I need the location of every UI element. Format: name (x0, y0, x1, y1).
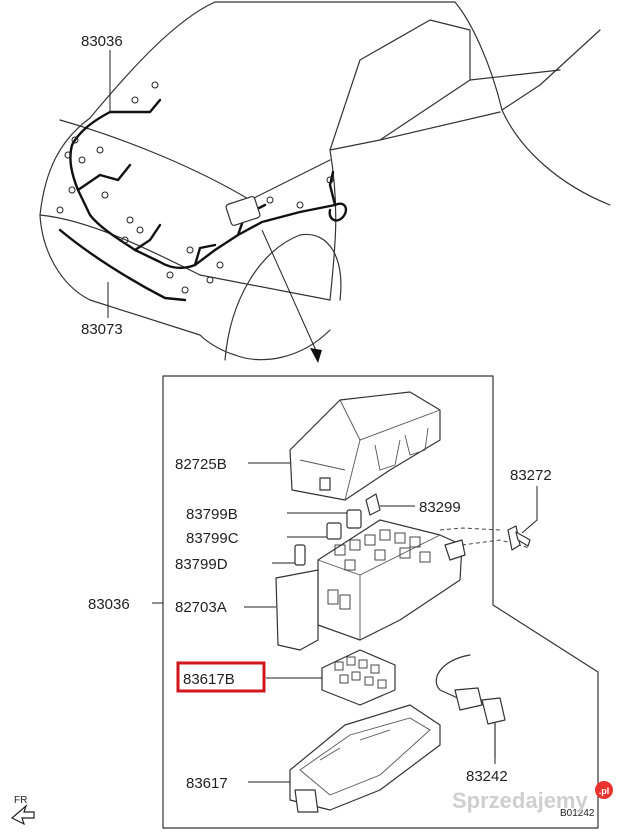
label-box-assembly: 83036 (88, 596, 130, 613)
detail-arrow (261, 229, 322, 363)
watermark-suffix: .pl (599, 786, 610, 796)
label-relay-b: 83799B (186, 506, 238, 523)
relay-box-block (275, 519, 466, 651)
label-direction: FR (14, 795, 27, 806)
fuse-block (321, 649, 396, 706)
label-front-harness: 83073 (81, 321, 123, 338)
label-cover: 82725B (175, 456, 227, 473)
label-sensor: 83242 (466, 768, 508, 785)
bolt-guide-line-2 (439, 527, 501, 531)
clip-part (365, 493, 415, 516)
fuse-box-cover (289, 391, 441, 501)
label-top-harness: 83036 (81, 33, 123, 50)
relay-d (294, 544, 306, 566)
label-fuse-block: 83617B (183, 671, 235, 688)
lower-case (289, 704, 441, 813)
vehicle-outline (39, 1, 611, 361)
label-relay-d: 83799D (175, 556, 228, 573)
watermark: Sprzedajemy .pl (452, 781, 613, 813)
highlight-box (176, 661, 266, 693)
watermark-badge-icon (595, 781, 613, 799)
sensor-part (435, 654, 506, 764)
relay-c (326, 522, 342, 540)
detail-frame (162, 375, 599, 829)
bolt-part (507, 486, 538, 551)
front-direction-icon (10, 804, 35, 826)
label-clip: 83299 (419, 499, 461, 516)
wiring-harness (56, 81, 348, 302)
label-bolt: 83272 (510, 467, 552, 484)
label-block: 82703A (175, 599, 227, 616)
relay-b (346, 509, 362, 529)
label-relay-c: 83799C (186, 530, 239, 547)
watermark-text: Sprzedajemy (452, 788, 588, 813)
label-lower-case: 83617 (186, 775, 228, 792)
label-figure-code: B01242 (560, 808, 595, 819)
